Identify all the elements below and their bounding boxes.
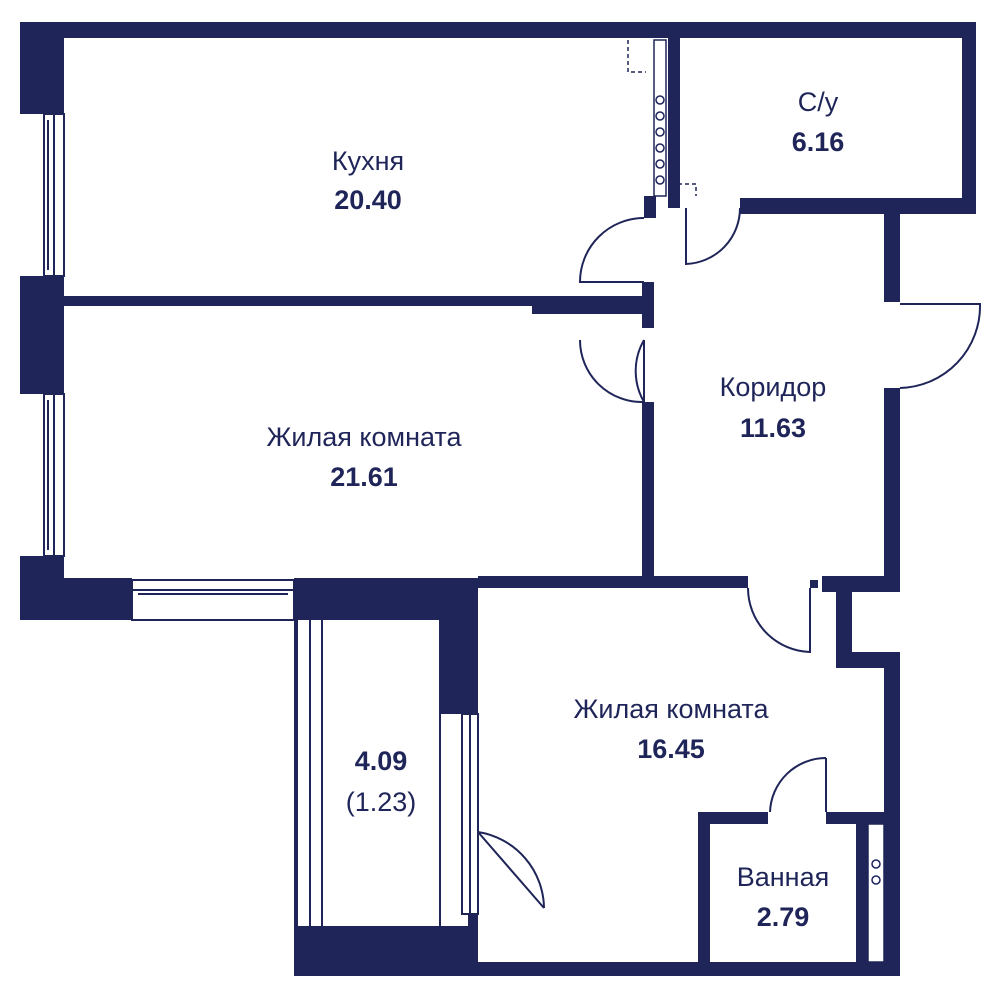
room-area: 6.16 bbox=[792, 127, 845, 157]
wall-living1-bottom-left bbox=[20, 578, 132, 620]
window-living1-bottom bbox=[131, 579, 295, 621]
room-kitchen: Кухня 20.40 bbox=[332, 146, 404, 215]
riser-icon bbox=[871, 875, 881, 885]
room-area: 21.61 bbox=[330, 462, 398, 492]
vent-shaft-icon bbox=[653, 39, 667, 197]
wall-bath-right bbox=[856, 812, 868, 972]
room-living-2: Жилая комната 16.45 bbox=[573, 694, 769, 764]
room-bathroom: Ванная 2.79 bbox=[737, 862, 829, 932]
wall-kitchen-right-lower bbox=[644, 196, 656, 218]
riser-icon bbox=[655, 127, 665, 137]
windows bbox=[43, 113, 479, 926]
door-living2 bbox=[747, 587, 811, 654]
room-name: Ванная bbox=[737, 862, 829, 892]
wall-divider-stub bbox=[642, 282, 654, 328]
door-bathroom bbox=[769, 757, 827, 813]
wall-kitchen-living-thick bbox=[532, 298, 642, 314]
wall-kitchen-living bbox=[64, 296, 642, 306]
wall-balcony-left bbox=[294, 620, 298, 928]
room-corridor: Коридор 11.63 bbox=[720, 372, 827, 443]
door-kitchen bbox=[578, 217, 645, 283]
wall-bottom bbox=[294, 962, 900, 976]
wall-left-upper bbox=[20, 22, 64, 114]
wall-notch-left bbox=[836, 576, 852, 668]
room-area-reduced: (1.23) bbox=[346, 787, 417, 817]
riser-icon bbox=[655, 175, 665, 185]
wall-wc-right bbox=[962, 22, 976, 214]
vent-shaft-icon bbox=[867, 823, 885, 963]
wall-left-mid bbox=[20, 276, 64, 394]
shaft-outline-icon bbox=[678, 183, 697, 196]
wall-right-lower bbox=[884, 814, 900, 976]
room-area: 2.79 bbox=[757, 902, 810, 932]
door-entrance bbox=[899, 303, 982, 389]
wall-corridor-right-top bbox=[884, 198, 900, 302]
riser-icon bbox=[871, 859, 881, 869]
window-kitchen bbox=[43, 113, 65, 277]
wall-kitchen-wc bbox=[668, 22, 680, 208]
door-balcony bbox=[477, 831, 545, 909]
shaft-outline-icon bbox=[627, 40, 646, 73]
room-area: 20.40 bbox=[334, 185, 402, 215]
room-area: 16.45 bbox=[637, 734, 705, 764]
plumbing bbox=[627, 39, 885, 963]
riser-icon bbox=[655, 159, 665, 169]
walls bbox=[20, 22, 976, 976]
window-balcony-side bbox=[309, 620, 441, 926]
window-living1 bbox=[43, 393, 65, 557]
wall-bath-top-left bbox=[698, 812, 768, 824]
riser-icon bbox=[655, 111, 665, 121]
wall-balcony-living2 bbox=[440, 580, 478, 714]
wall-top bbox=[20, 22, 976, 38]
room-name: Коридор bbox=[720, 372, 827, 402]
wall-corridor-bottom-right bbox=[822, 576, 900, 592]
room-wc: С/у 6.16 bbox=[792, 87, 845, 157]
room-area: 4.09 bbox=[355, 746, 408, 776]
room-living-1: Жилая комната 21.61 bbox=[266, 422, 462, 492]
window-living2-left bbox=[461, 713, 479, 915]
riser-icon bbox=[655, 95, 665, 105]
room-name: Жилая комната bbox=[266, 422, 462, 452]
door-living1 bbox=[579, 339, 645, 404]
riser-icon bbox=[655, 143, 665, 153]
wall-wc-bottom bbox=[740, 198, 976, 214]
room-area: 11.63 bbox=[740, 413, 806, 443]
wall-bath-left bbox=[698, 812, 710, 972]
wall-living1-corridor bbox=[642, 402, 654, 582]
room-name: Жилая комната bbox=[573, 694, 769, 724]
wall-corridor-bottom bbox=[478, 576, 748, 588]
door-wc bbox=[685, 207, 741, 266]
wall-stub bbox=[810, 580, 818, 588]
doors bbox=[477, 207, 982, 909]
wall-corridor-right-bottom bbox=[884, 388, 900, 592]
room-balcony: 4.09 (1.23) bbox=[346, 746, 417, 817]
wall-living2-right bbox=[884, 652, 900, 814]
room-name: С/у bbox=[798, 87, 839, 117]
room-name: Кухня bbox=[332, 146, 404, 176]
